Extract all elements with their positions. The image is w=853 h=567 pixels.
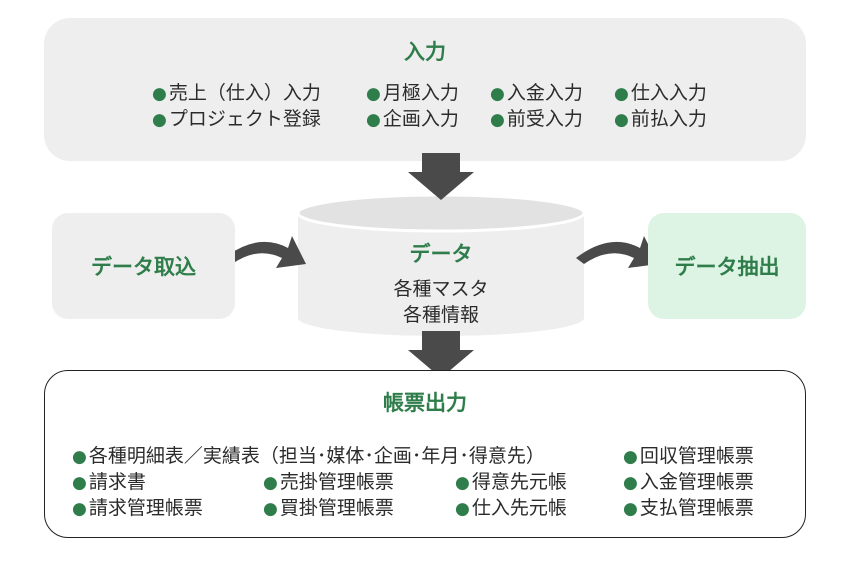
output-item: ●仕入先元帳 xyxy=(455,497,567,519)
curved-arrow-icon xyxy=(224,236,306,268)
output-item: ●入金管理帳票 xyxy=(623,471,754,493)
data-extract-box: データ抽出 xyxy=(648,213,806,319)
data-line-info: 各種情報 xyxy=(402,304,479,326)
input-item: ●前受入力 xyxy=(490,108,583,130)
data-title: データ xyxy=(409,242,473,266)
down-arrow-icon xyxy=(408,153,474,200)
data-line-masters: 各種マスタ xyxy=(393,278,489,300)
data-extract-label: データ抽出 xyxy=(674,255,780,279)
output-item: ●回収管理帳票 xyxy=(623,445,754,467)
input-item: ●入金入力 xyxy=(490,82,583,104)
output-item: ●買掛管理帳票 xyxy=(263,497,394,519)
input-item: ●前払入力 xyxy=(614,108,707,130)
input-section: 入力 ●売上（仕入）入力 ●月極入力 ●入金入力 ●仕入入力 ●プロジェクト登録… xyxy=(44,18,806,161)
output-item: ●請求管理帳票 xyxy=(72,497,203,519)
data-import-label: データ取込 xyxy=(91,255,196,279)
output-item: ●売掛管理帳票 xyxy=(263,471,394,493)
input-item: ●売上（仕入）入力 xyxy=(152,82,321,104)
curved-arrow-icon xyxy=(576,236,658,268)
output-item: ●請求書 xyxy=(72,471,146,493)
output-item: ●各種明細表／実績表（担当･媒体･企画･年月･得意先） xyxy=(72,445,545,467)
output-item: ●得意先元帳 xyxy=(455,471,567,493)
input-item: ●月極入力 xyxy=(366,82,459,104)
down-arrow-icon xyxy=(408,331,474,378)
input-item: ●企画入力 xyxy=(366,108,459,130)
input-title: 入力 xyxy=(404,40,446,64)
database-cylinder-top xyxy=(296,193,586,233)
output-title: 帳票出力 xyxy=(383,391,467,415)
input-item: ●仕入入力 xyxy=(614,82,707,104)
output-section: 帳票出力 ●各種明細表／実績表（担当･媒体･企画･年月･得意先） ●回収管理帳票… xyxy=(44,370,806,538)
input-item: ●プロジェクト登録 xyxy=(152,108,321,130)
database-cylinder xyxy=(298,213,584,336)
data-import-box: データ取込 xyxy=(52,213,235,319)
output-item: ●支払管理帳票 xyxy=(623,497,754,519)
